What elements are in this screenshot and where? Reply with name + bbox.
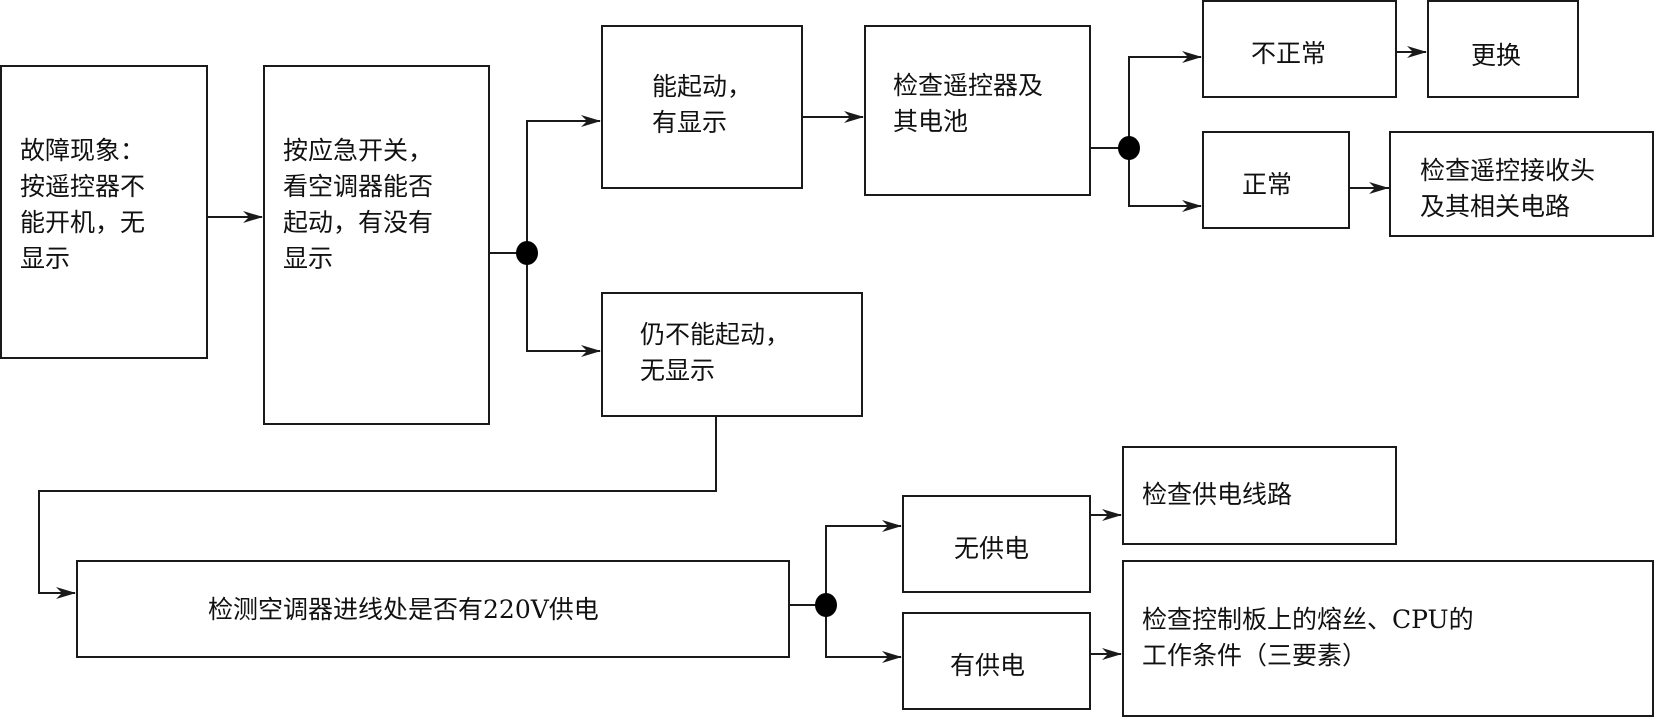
node-can-start: 能起动， 有显示	[601, 25, 803, 189]
edge-junction-cannot-start	[526, 253, 601, 357]
node-symptom: 故障现象： 按遥控器不 能开机，无 显示	[0, 65, 208, 359]
node-check-remote-label: 检查遥控器及 其电池	[893, 71, 1044, 136]
node-abnormal-label: 不正常	[1251, 39, 1327, 68]
junction-dot-3	[815, 593, 837, 617]
junction-dot-2	[1118, 136, 1140, 160]
edge-junction-can-start	[526, 115, 601, 253]
node-replace: 更换	[1427, 0, 1579, 98]
node-cannot-start-label: 仍不能起动， 无显示	[640, 320, 791, 385]
node-check-220v: 检测空调器进线处是否有220V供电	[76, 560, 790, 658]
node-check-receiver-label: 检查遥控接收头 及其相关电路	[1420, 156, 1596, 221]
node-normal: 正常	[1202, 131, 1350, 229]
edge-cannot-start-check-220v	[38, 416, 717, 599]
node-no-power-label: 无供电	[954, 534, 1030, 563]
edge-junction-has-power	[825, 605, 902, 663]
node-check-supply-line: 检查供电线路	[1122, 446, 1397, 545]
node-normal-label: 正常	[1242, 170, 1293, 199]
node-check-supply-line-label: 检查供电线路	[1142, 480, 1293, 509]
junction-dot-1	[516, 241, 538, 265]
node-has-power-label: 有供电	[950, 651, 1026, 680]
node-check-remote: 检查遥控器及 其电池	[864, 25, 1091, 196]
node-check-board-label: 检查控制板上的熔丝、CPU的 工作条件（三要素）	[1142, 605, 1474, 670]
edge-junction-normal	[1128, 148, 1202, 212]
node-replace-label: 更换	[1471, 41, 1522, 70]
node-cannot-start: 仍不能起动， 无显示	[601, 292, 863, 417]
edge-junction-no-power	[825, 520, 902, 605]
node-emergency-switch-label: 按应急开关， 看空调器能否 起动，有没有 显示	[283, 136, 434, 273]
node-no-power: 无供电	[902, 495, 1091, 593]
node-has-power: 有供电	[902, 612, 1091, 710]
node-emergency-switch: 按应急开关， 看空调器能否 起动，有没有 显示	[263, 65, 490, 425]
node-can-start-label: 能起动， 有显示	[652, 72, 753, 137]
node-check-board: 检查控制板上的熔丝、CPU的 工作条件（三要素）	[1122, 560, 1654, 717]
node-symptom-label: 故障现象： 按遥控器不 能开机，无 显示	[20, 136, 146, 273]
node-check-220v-label: 检测空调器进线处是否有220V供电	[208, 595, 599, 624]
edge-junction-abnormal	[1128, 51, 1202, 148]
node-check-receiver: 检查遥控接收头 及其相关电路	[1389, 131, 1654, 237]
node-abnormal: 不正常	[1202, 0, 1397, 98]
